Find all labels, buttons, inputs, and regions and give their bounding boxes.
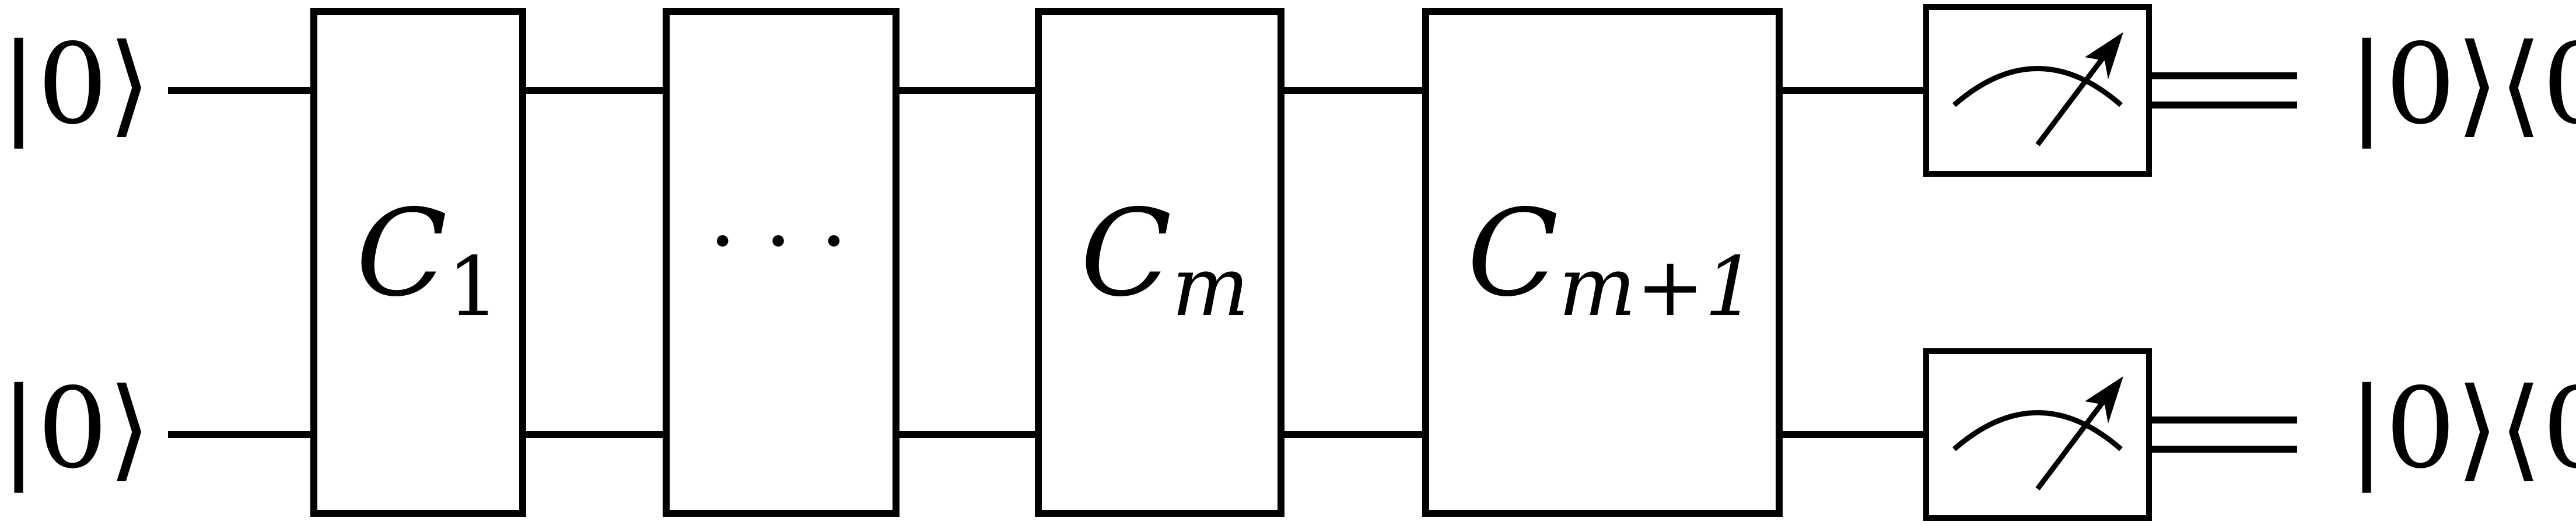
output-projector-top: |0⟩⟨0| [2348,20,2576,149]
meter-icon [1952,376,2123,491]
gate-ellipsis: · · · [663,8,900,517]
input-ket-top: |0⟩ [0,20,151,149]
output-projector-bottom: |0⟩⟨0| [2348,364,2576,493]
gate-ellipsis-dots: · · · [709,191,848,292]
classical-wire-top [2149,72,2297,108]
gate-cm: Cm [1035,8,1284,517]
gate-c1-label: C1 [356,184,499,335]
meter-icon [1952,32,2123,146]
gate-cm-plus-1: Cm+1 [1422,8,1783,517]
gate-cm-label: Cm [1080,184,1250,335]
classical-wire-bottom [2149,416,2297,453]
gate-c1: C1 [310,8,526,517]
measurement-bottom [1923,348,2152,521]
gate-cm-plus-1-label: Cm+1 [1467,184,1756,335]
measurement-top [1923,4,2152,177]
input-ket-bottom: |0⟩ [0,364,151,493]
